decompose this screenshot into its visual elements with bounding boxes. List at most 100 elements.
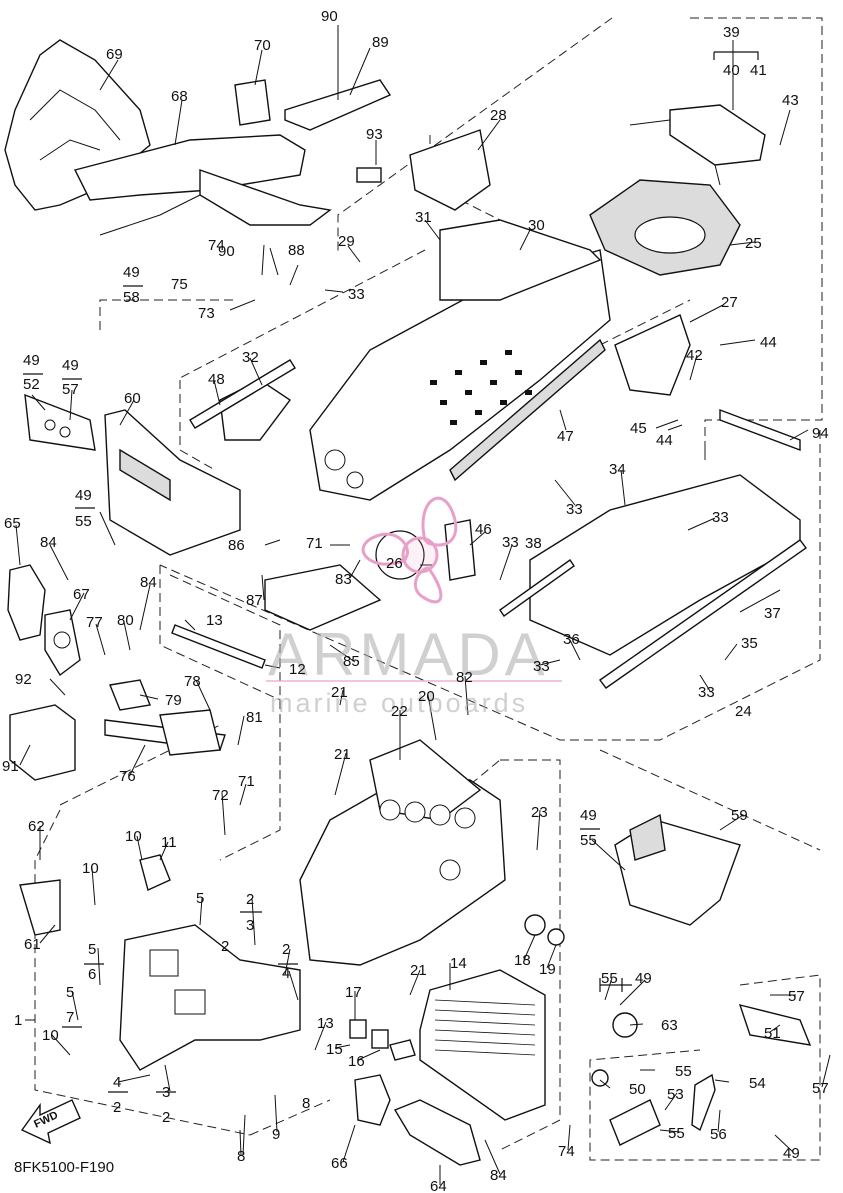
- callout: 41: [750, 62, 767, 79]
- callout: 9: [272, 1126, 280, 1143]
- callout: 10: [125, 828, 142, 845]
- part-60-side-plate: [104, 409, 241, 556]
- callout: 21: [334, 746, 351, 763]
- callout: 54: [749, 1075, 766, 1092]
- callout: 57: [62, 381, 79, 398]
- callout: 89: [372, 34, 389, 51]
- callout: 34: [609, 461, 626, 478]
- part-front-frame: [299, 779, 506, 966]
- part-61-bracket: [19, 879, 61, 936]
- callout: 82: [456, 669, 473, 686]
- part-66-arm: [354, 1074, 391, 1126]
- callout: 2: [282, 941, 290, 958]
- callout: 78: [184, 673, 201, 690]
- callout: 33: [566, 501, 583, 518]
- fwd-arrow-icon: [20, 1099, 81, 1145]
- callout: 56: [710, 1126, 727, 1143]
- callout: 4: [113, 1074, 121, 1091]
- part-53-plate: [609, 1099, 661, 1146]
- callout: 6: [88, 966, 96, 983]
- callout: 79: [165, 692, 182, 709]
- part-39-box: [669, 104, 766, 166]
- watermark-underline: [266, 680, 562, 682]
- callout: 23: [531, 804, 548, 821]
- callout: 13: [317, 1015, 334, 1032]
- callout: 35: [741, 635, 758, 652]
- callout: 20: [418, 688, 435, 705]
- callout: 83: [335, 571, 352, 588]
- callout: 74: [558, 1143, 575, 1160]
- part-17-bushing: [349, 1019, 367, 1039]
- callout: 71: [238, 773, 255, 790]
- callout: 88: [288, 242, 305, 259]
- callout: 85: [343, 653, 360, 670]
- callout: 92: [15, 671, 32, 688]
- callout: 13: [206, 612, 223, 629]
- part-89-plate: [284, 79, 392, 131]
- armada-watermark: ARMADA marine outboards: [266, 496, 562, 718]
- callout: 55: [601, 970, 618, 987]
- callout: 33: [348, 286, 365, 303]
- callout: 18: [514, 952, 531, 969]
- callout: 3: [162, 1084, 170, 1101]
- part-48-rail: [189, 359, 296, 429]
- callout: 49: [123, 264, 140, 281]
- callout: 4: [282, 965, 290, 982]
- callout: 42: [686, 347, 703, 364]
- callout: 73: [198, 305, 215, 322]
- callout: 8: [302, 1095, 310, 1112]
- callout: 71: [306, 535, 323, 552]
- callout: 45: [630, 420, 647, 437]
- callout: 80: [117, 612, 134, 629]
- callout: 67: [73, 586, 90, 603]
- callout: 61: [24, 936, 41, 953]
- callout: 7: [66, 1009, 74, 1026]
- part-79-bracket: [109, 679, 151, 711]
- callout: 55: [668, 1125, 685, 1142]
- callout: 51: [764, 1025, 781, 1042]
- callout: 49: [783, 1145, 800, 1162]
- callout: 5: [88, 941, 96, 958]
- callout: 81: [246, 709, 263, 726]
- drawing-code: 8FK5100-F190: [14, 1159, 114, 1176]
- callout: 49: [75, 487, 92, 504]
- callout: 64: [430, 1178, 447, 1193]
- callout: 26: [386, 555, 403, 572]
- callout: 84: [490, 1167, 507, 1184]
- part-78-bracket: [159, 709, 221, 756]
- callout: 57: [812, 1080, 829, 1097]
- callout: 33: [698, 684, 715, 701]
- armada-propeller-logo: [361, 496, 458, 604]
- callout: 30: [528, 217, 545, 234]
- callout: 49: [62, 357, 79, 374]
- callout-labels: 90 89 70 69 68 93 28 39 40 41 43 31 30 2…: [2, 8, 829, 1193]
- callout: 37: [764, 605, 781, 622]
- part-37-runner: [599, 539, 807, 689]
- callout: 2: [162, 1109, 170, 1126]
- callout: 40: [723, 62, 740, 79]
- callout: 59: [731, 807, 748, 824]
- callout: 87: [246, 592, 263, 609]
- part-18-bearing: [524, 914, 546, 936]
- part-15-bushing: [371, 1029, 389, 1049]
- callout: 44: [760, 334, 777, 351]
- callout: 31: [415, 209, 432, 226]
- part-16-spacer: [389, 1039, 416, 1061]
- callout: 68: [171, 88, 188, 105]
- callout: 55: [675, 1063, 692, 1080]
- leader-lines: [15, 25, 831, 1185]
- part-54-rod: [691, 1073, 716, 1132]
- callout: 22: [391, 703, 408, 720]
- callout: 74: [208, 237, 225, 254]
- callout: 62: [28, 818, 45, 835]
- callout: 2: [246, 891, 254, 908]
- part-51-bracket: [738, 1004, 812, 1046]
- callout: 63: [661, 1017, 678, 1034]
- callout: 36: [563, 631, 580, 648]
- callout: 2: [113, 1099, 121, 1116]
- part-12-tube: [171, 624, 266, 669]
- callout: 49: [635, 970, 652, 987]
- callout: 10: [42, 1027, 59, 1044]
- callout: 70: [254, 37, 271, 54]
